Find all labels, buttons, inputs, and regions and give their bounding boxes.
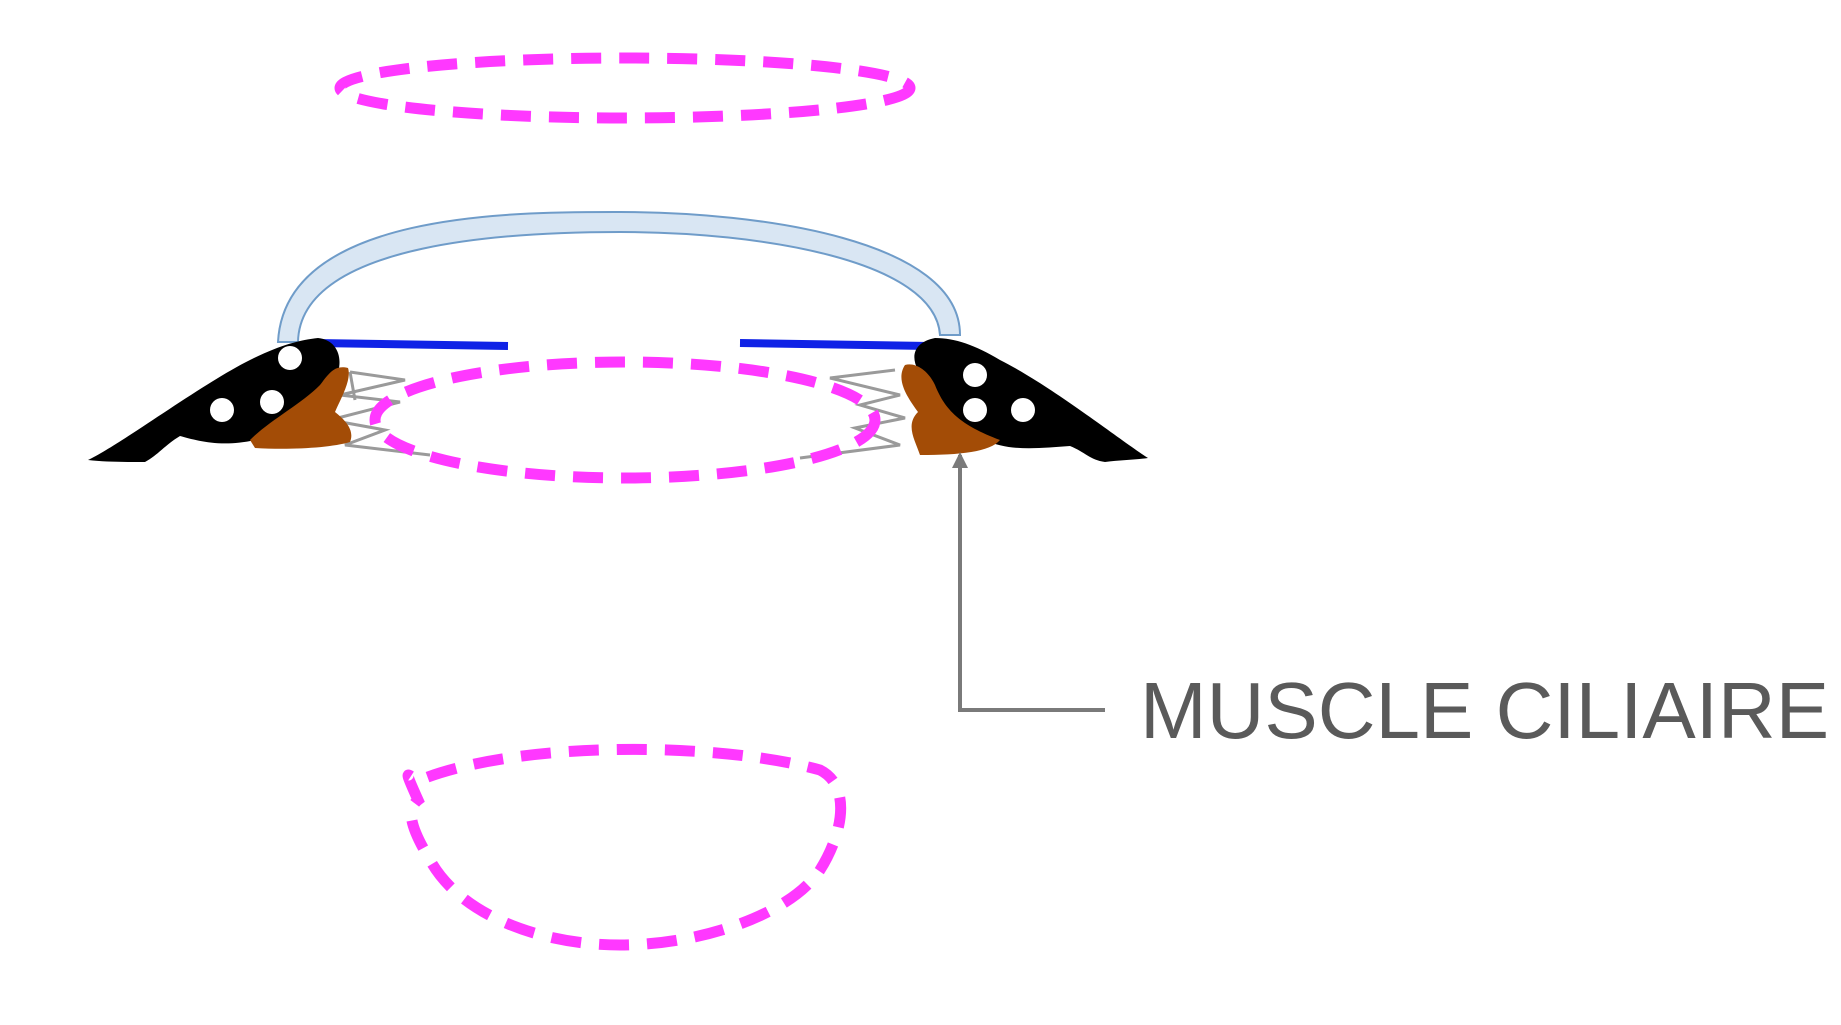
ciliary-muscle-right: [901, 364, 1000, 455]
cornea: [276, 210, 962, 343]
iris-right: [739, 339, 931, 350]
callout-arrowhead: [952, 452, 968, 468]
callout-label: MUSCLE CILIAIRE: [1140, 666, 1829, 755]
ciliary-muscle-left: [250, 367, 352, 449]
lens-outline-bottom: [402, 743, 847, 951]
lens-outline-top: [334, 52, 916, 124]
iris-left: [314, 339, 509, 350]
lens-outline-middle: [369, 356, 881, 484]
zonule-fibers-right: [799, 368, 906, 460]
zonule-fibers-left: [329, 370, 431, 457]
sclera-left-dots: [210, 346, 302, 422]
sclera-right-dots: [963, 363, 1035, 422]
callout-line: [958, 455, 1105, 712]
